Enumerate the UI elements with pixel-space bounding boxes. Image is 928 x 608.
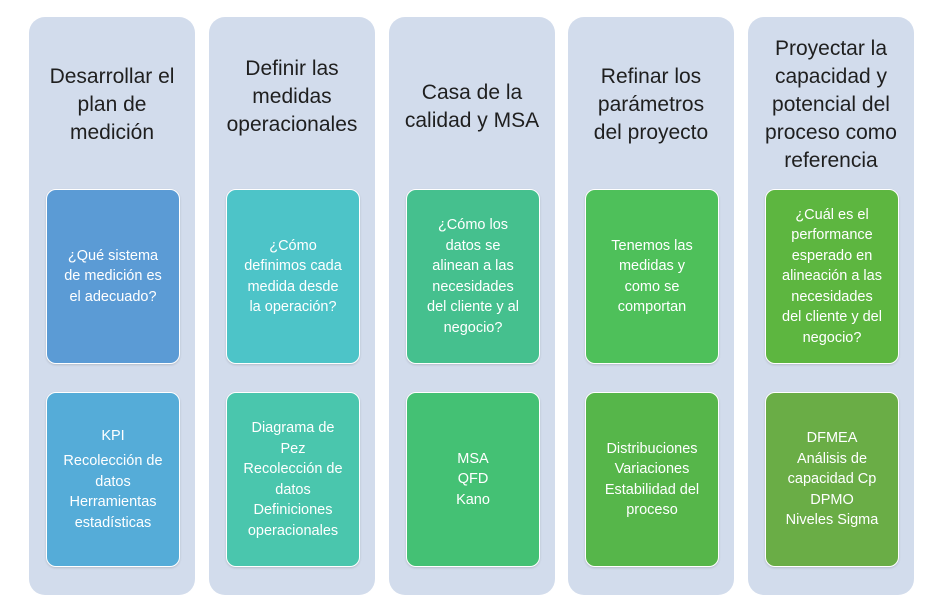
title-line: referencia bbox=[784, 148, 878, 172]
title-line: medidas bbox=[252, 85, 332, 108]
question-line: performance bbox=[791, 227, 873, 244]
column-refinar-parametros: Refinar los parámetros del proyecto Tene… bbox=[568, 17, 734, 595]
question-line: negocio? bbox=[443, 319, 503, 336]
tools-line: QFD bbox=[457, 471, 489, 488]
question-line: medida desde bbox=[247, 278, 339, 295]
title-line: proceso como bbox=[765, 120, 897, 144]
question-box: Tenemos las medidas y como se comportan bbox=[585, 189, 719, 364]
column-title: Refinar los parámetros del proyecto bbox=[568, 17, 734, 192]
question-line: negocio? bbox=[802, 329, 862, 346]
title-line: Desarrollar el bbox=[49, 64, 175, 88]
question-line: ¿Qué sistema bbox=[67, 247, 159, 264]
question-line: del cliente y del bbox=[782, 309, 882, 326]
tools-line: Estabilidad del bbox=[604, 481, 700, 498]
tools-line: Distribuciones bbox=[606, 440, 698, 457]
question-line: definimos cada bbox=[244, 258, 342, 274]
question-line: alinean a las bbox=[432, 258, 514, 274]
tools-line: Niveles Sigma bbox=[785, 512, 879, 529]
question-line: necesidades bbox=[432, 278, 514, 295]
title-line: calidad y MSA bbox=[404, 109, 540, 132]
tools-box: DFMEA Análisis de capacidad Cp DPMO Nive… bbox=[765, 392, 899, 567]
tools-line: Análisis de bbox=[796, 450, 868, 467]
column-desarrollar-plan: Desarrollar el plan de medición ¿Qué sis… bbox=[29, 17, 195, 595]
tools-line: Herramientas bbox=[69, 494, 157, 511]
column-title: Desarrollar el plan de medición bbox=[29, 17, 195, 192]
tools-line: MSA bbox=[457, 450, 489, 467]
question-box: ¿Cómo definimos cada medida desde la ope… bbox=[226, 189, 360, 364]
column-definir-medidas: Definir las medidas operacionales ¿Cómo … bbox=[209, 17, 375, 595]
question-box: ¿Cómo los datos se alinean a las necesid… bbox=[406, 189, 540, 364]
question-line: la operación? bbox=[249, 299, 337, 315]
question-line: comportan bbox=[617, 299, 687, 315]
column-casa-calidad: Casa de la calidad y MSA ¿Cómo los datos… bbox=[389, 17, 555, 595]
tools-line: datos bbox=[95, 473, 131, 490]
tools-line: DFMEA bbox=[806, 430, 858, 447]
column-title: Casa de la calidad y MSA bbox=[389, 17, 555, 197]
question-box: ¿Cuál es el performance esperado en alin… bbox=[765, 189, 899, 364]
question-line: alineación a las bbox=[782, 268, 882, 285]
tools-line: estadísticas bbox=[74, 514, 152, 531]
tools-line: Diagrama de bbox=[251, 420, 335, 436]
question-line: ¿Cómo bbox=[269, 237, 317, 254]
title-line: Casa de la bbox=[421, 81, 523, 104]
question-line: necesidades bbox=[791, 288, 873, 305]
question-line: ¿Cuál es el bbox=[795, 206, 869, 223]
question-line: como se bbox=[624, 278, 680, 295]
title-line: potencial del bbox=[772, 92, 890, 116]
tools-line: Recolección de bbox=[63, 453, 163, 470]
column-proyectar-capacidad: Proyectar la capacidad y potencial del p… bbox=[748, 17, 914, 595]
question-line: datos se bbox=[445, 237, 501, 254]
question-line: ¿Cómo los bbox=[437, 217, 509, 233]
question-line: de medición es bbox=[64, 268, 162, 285]
tools-box: Distribuciones Variaciones Estabilidad d… bbox=[585, 392, 719, 567]
title-line: operacionales bbox=[226, 113, 358, 136]
tools-box: Diagrama de Pez Recolección de datos Def… bbox=[226, 392, 360, 567]
tools-line: Recolección de bbox=[243, 461, 343, 477]
tools-line: operacionales bbox=[247, 522, 339, 539]
question-line: el adecuado? bbox=[69, 288, 157, 305]
title-line: plan de bbox=[77, 92, 147, 116]
tools-line: Definiciones bbox=[253, 502, 333, 518]
title-line: capacidad y bbox=[774, 64, 888, 88]
tools-box: MSA QFD Kano bbox=[406, 392, 540, 567]
column-title: Proyectar la capacidad y potencial del p… bbox=[748, 17, 914, 192]
title-line: Refinar los bbox=[600, 64, 702, 88]
tools-line: Pez bbox=[280, 440, 306, 457]
question-box: ¿Qué sistema de medición es el adecuado? bbox=[46, 189, 180, 364]
question-line: medidas y bbox=[618, 258, 686, 274]
question-line: esperado en bbox=[791, 247, 873, 264]
tools-box: KPI Recolección de datos Herramientas es… bbox=[46, 392, 180, 567]
tools-line: KPI bbox=[101, 427, 125, 444]
title-line: Proyectar la bbox=[774, 36, 888, 60]
column-title: Definir las medidas operacionales bbox=[209, 17, 375, 177]
title-line: medición bbox=[69, 120, 155, 144]
tools-line: proceso bbox=[626, 502, 678, 518]
tools-line: capacidad Cp bbox=[787, 471, 877, 488]
tools-line: datos bbox=[275, 481, 311, 498]
question-line: Tenemos las bbox=[611, 237, 693, 254]
title-line: parámetros bbox=[597, 92, 705, 116]
tools-line: DPMO bbox=[810, 491, 854, 508]
tools-line: Variaciones bbox=[614, 461, 690, 477]
tools-line: Kano bbox=[456, 491, 490, 508]
question-line: del cliente y al bbox=[427, 299, 519, 315]
title-line: Definir las bbox=[245, 57, 339, 80]
title-line: del proyecto bbox=[593, 120, 709, 144]
